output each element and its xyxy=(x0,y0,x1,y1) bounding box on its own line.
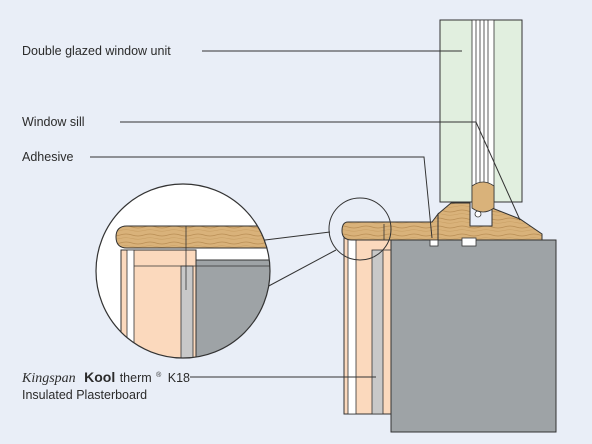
label-glazing: Double glazed window unit xyxy=(22,44,171,58)
product-reg-mark: ® xyxy=(156,371,162,379)
detail-callout-circle xyxy=(328,197,392,261)
leader-line-sill xyxy=(120,121,521,221)
product-brand: Kingspan xyxy=(21,371,76,386)
label-adhesive: Adhesive xyxy=(22,150,73,164)
product-name-bold: Kool xyxy=(84,369,115,385)
connector-line-bottom xyxy=(264,249,337,289)
double-glazed-unit xyxy=(439,19,523,213)
product-name-rest: therm xyxy=(120,371,152,385)
window-sill xyxy=(341,212,439,241)
insulated-plasterboard xyxy=(343,232,392,415)
label-product-name: Kingspan Kool therm ® K18 xyxy=(21,364,190,386)
leader-line-adhesive xyxy=(90,156,433,239)
connector-line-top xyxy=(256,231,331,242)
magnified-detail xyxy=(96,184,270,358)
product-code: K18 xyxy=(168,371,190,385)
adhesive-bead xyxy=(429,239,439,247)
magnified-circle-outline xyxy=(95,183,271,359)
frame-seal xyxy=(461,237,477,247)
masonry-wall xyxy=(390,239,557,433)
label-window-sill: Window sill xyxy=(22,115,85,129)
label-product-desc: Insulated Plasterboard xyxy=(22,388,147,402)
